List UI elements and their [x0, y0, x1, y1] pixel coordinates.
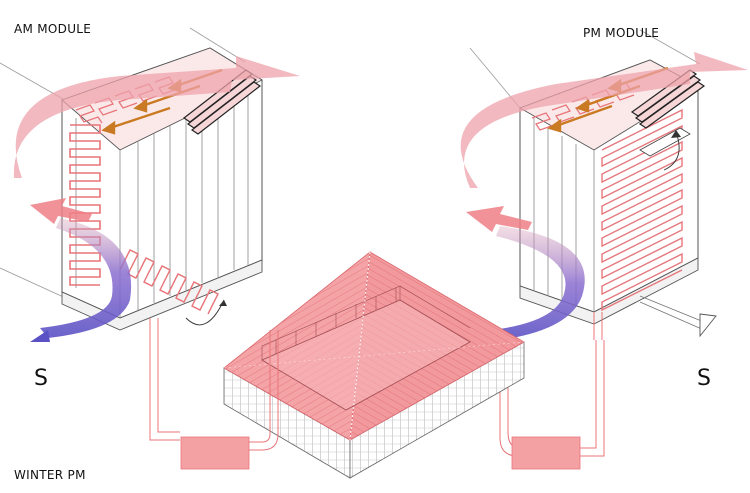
building-courtyard [261, 299, 471, 411]
am-air-intake-arrow-icon [30, 198, 92, 224]
am-heat-tank [180, 436, 250, 470]
am-heating-coil-floor [119, 249, 219, 315]
context-line [189, 27, 246, 63]
ground-line [639, 295, 705, 323]
pm-cool-air-arrow-icon [492, 226, 585, 340]
roof-diagonal [223, 341, 525, 369]
roof-ridge [349, 251, 371, 441]
courtyard-mullions [261, 285, 471, 360]
pm-module-title: PM MODULE [583, 26, 660, 40]
am-heating-coil-wall [69, 124, 101, 286]
rotation-arrow-head-icon [219, 300, 227, 306]
context-line [639, 29, 701, 65]
pm-air-intake-arrow-icon [466, 206, 532, 232]
am-module-mullions [75, 88, 249, 318]
am-cool-air-head-icon [30, 330, 50, 342]
exhaust-arrow-icon [699, 313, 717, 338]
pm-warm-air-arrow-icon [460, 52, 748, 188]
rotation-arrow-head-icon [671, 130, 681, 138]
am-warm-air-arrow-icon [13, 56, 300, 178]
pm-louvres [630, 69, 706, 129]
ground-line [639, 301, 705, 331]
pm-heat-tank [511, 436, 581, 470]
pm-pipe [593, 312, 603, 340]
pm-heating-coil-wall [601, 108, 683, 312]
south-marker-right: S [697, 366, 712, 391]
am-cool-air-arrow-icon [40, 218, 132, 338]
pm-module-mullions [533, 118, 595, 312]
am-pipe-return [249, 330, 279, 451]
south-marker-left: S [34, 366, 49, 391]
pm-pipe-return [580, 340, 605, 457]
rotation-arrow-icon [185, 299, 225, 326]
pm-module-drawing [460, 29, 748, 457]
am-module-title: AM MODULE [14, 22, 92, 36]
building-drawing [223, 251, 525, 479]
context-line [0, 267, 71, 301]
winter-pm-caption: WINTER PM [14, 468, 86, 482]
am-louvres [182, 69, 262, 135]
am-pipe-down [149, 318, 180, 441]
am-module-drawing [0, 27, 300, 441]
